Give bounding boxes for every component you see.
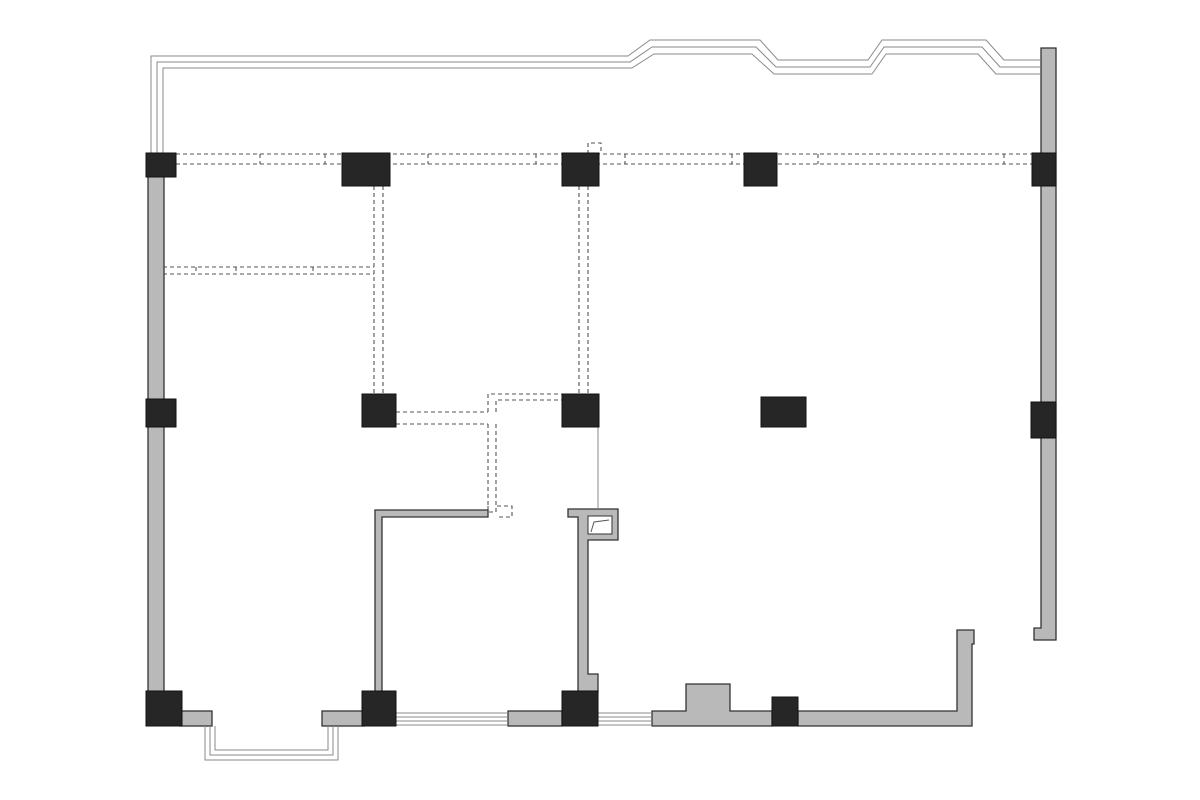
column bbox=[760, 396, 807, 428]
left-exterior-wall bbox=[147, 175, 165, 697]
column bbox=[561, 690, 599, 727]
dashed-top-wall bbox=[176, 142, 1032, 165]
right-exterior-wall bbox=[1033, 47, 1057, 641]
column bbox=[1031, 152, 1057, 187]
bottom-right-wall bbox=[651, 683, 773, 727]
bottom-right-return-wall bbox=[797, 629, 975, 727]
column bbox=[145, 690, 183, 727]
column bbox=[771, 696, 799, 727]
bottom-wall-left bbox=[179, 710, 213, 727]
bottom-wall-2 bbox=[321, 710, 365, 727]
column bbox=[341, 152, 391, 187]
column bbox=[561, 152, 600, 187]
windows bbox=[396, 712, 652, 726]
bottom-wall-3 bbox=[507, 710, 563, 727]
column bbox=[743, 152, 778, 187]
column bbox=[561, 393, 600, 428]
column bbox=[1030, 401, 1057, 439]
dashed-partitions bbox=[163, 186, 589, 518]
duct-symbol bbox=[587, 515, 613, 535]
walls bbox=[147, 47, 1057, 727]
column bbox=[145, 152, 177, 178]
bay-window bbox=[204, 726, 339, 761]
inner-left-wall bbox=[374, 509, 489, 693]
inner-middle-wall bbox=[567, 508, 619, 693]
balcony-railing bbox=[150, 39, 1040, 160]
column bbox=[361, 690, 397, 727]
column bbox=[145, 398, 177, 428]
columns bbox=[145, 152, 1057, 727]
column bbox=[361, 393, 397, 428]
